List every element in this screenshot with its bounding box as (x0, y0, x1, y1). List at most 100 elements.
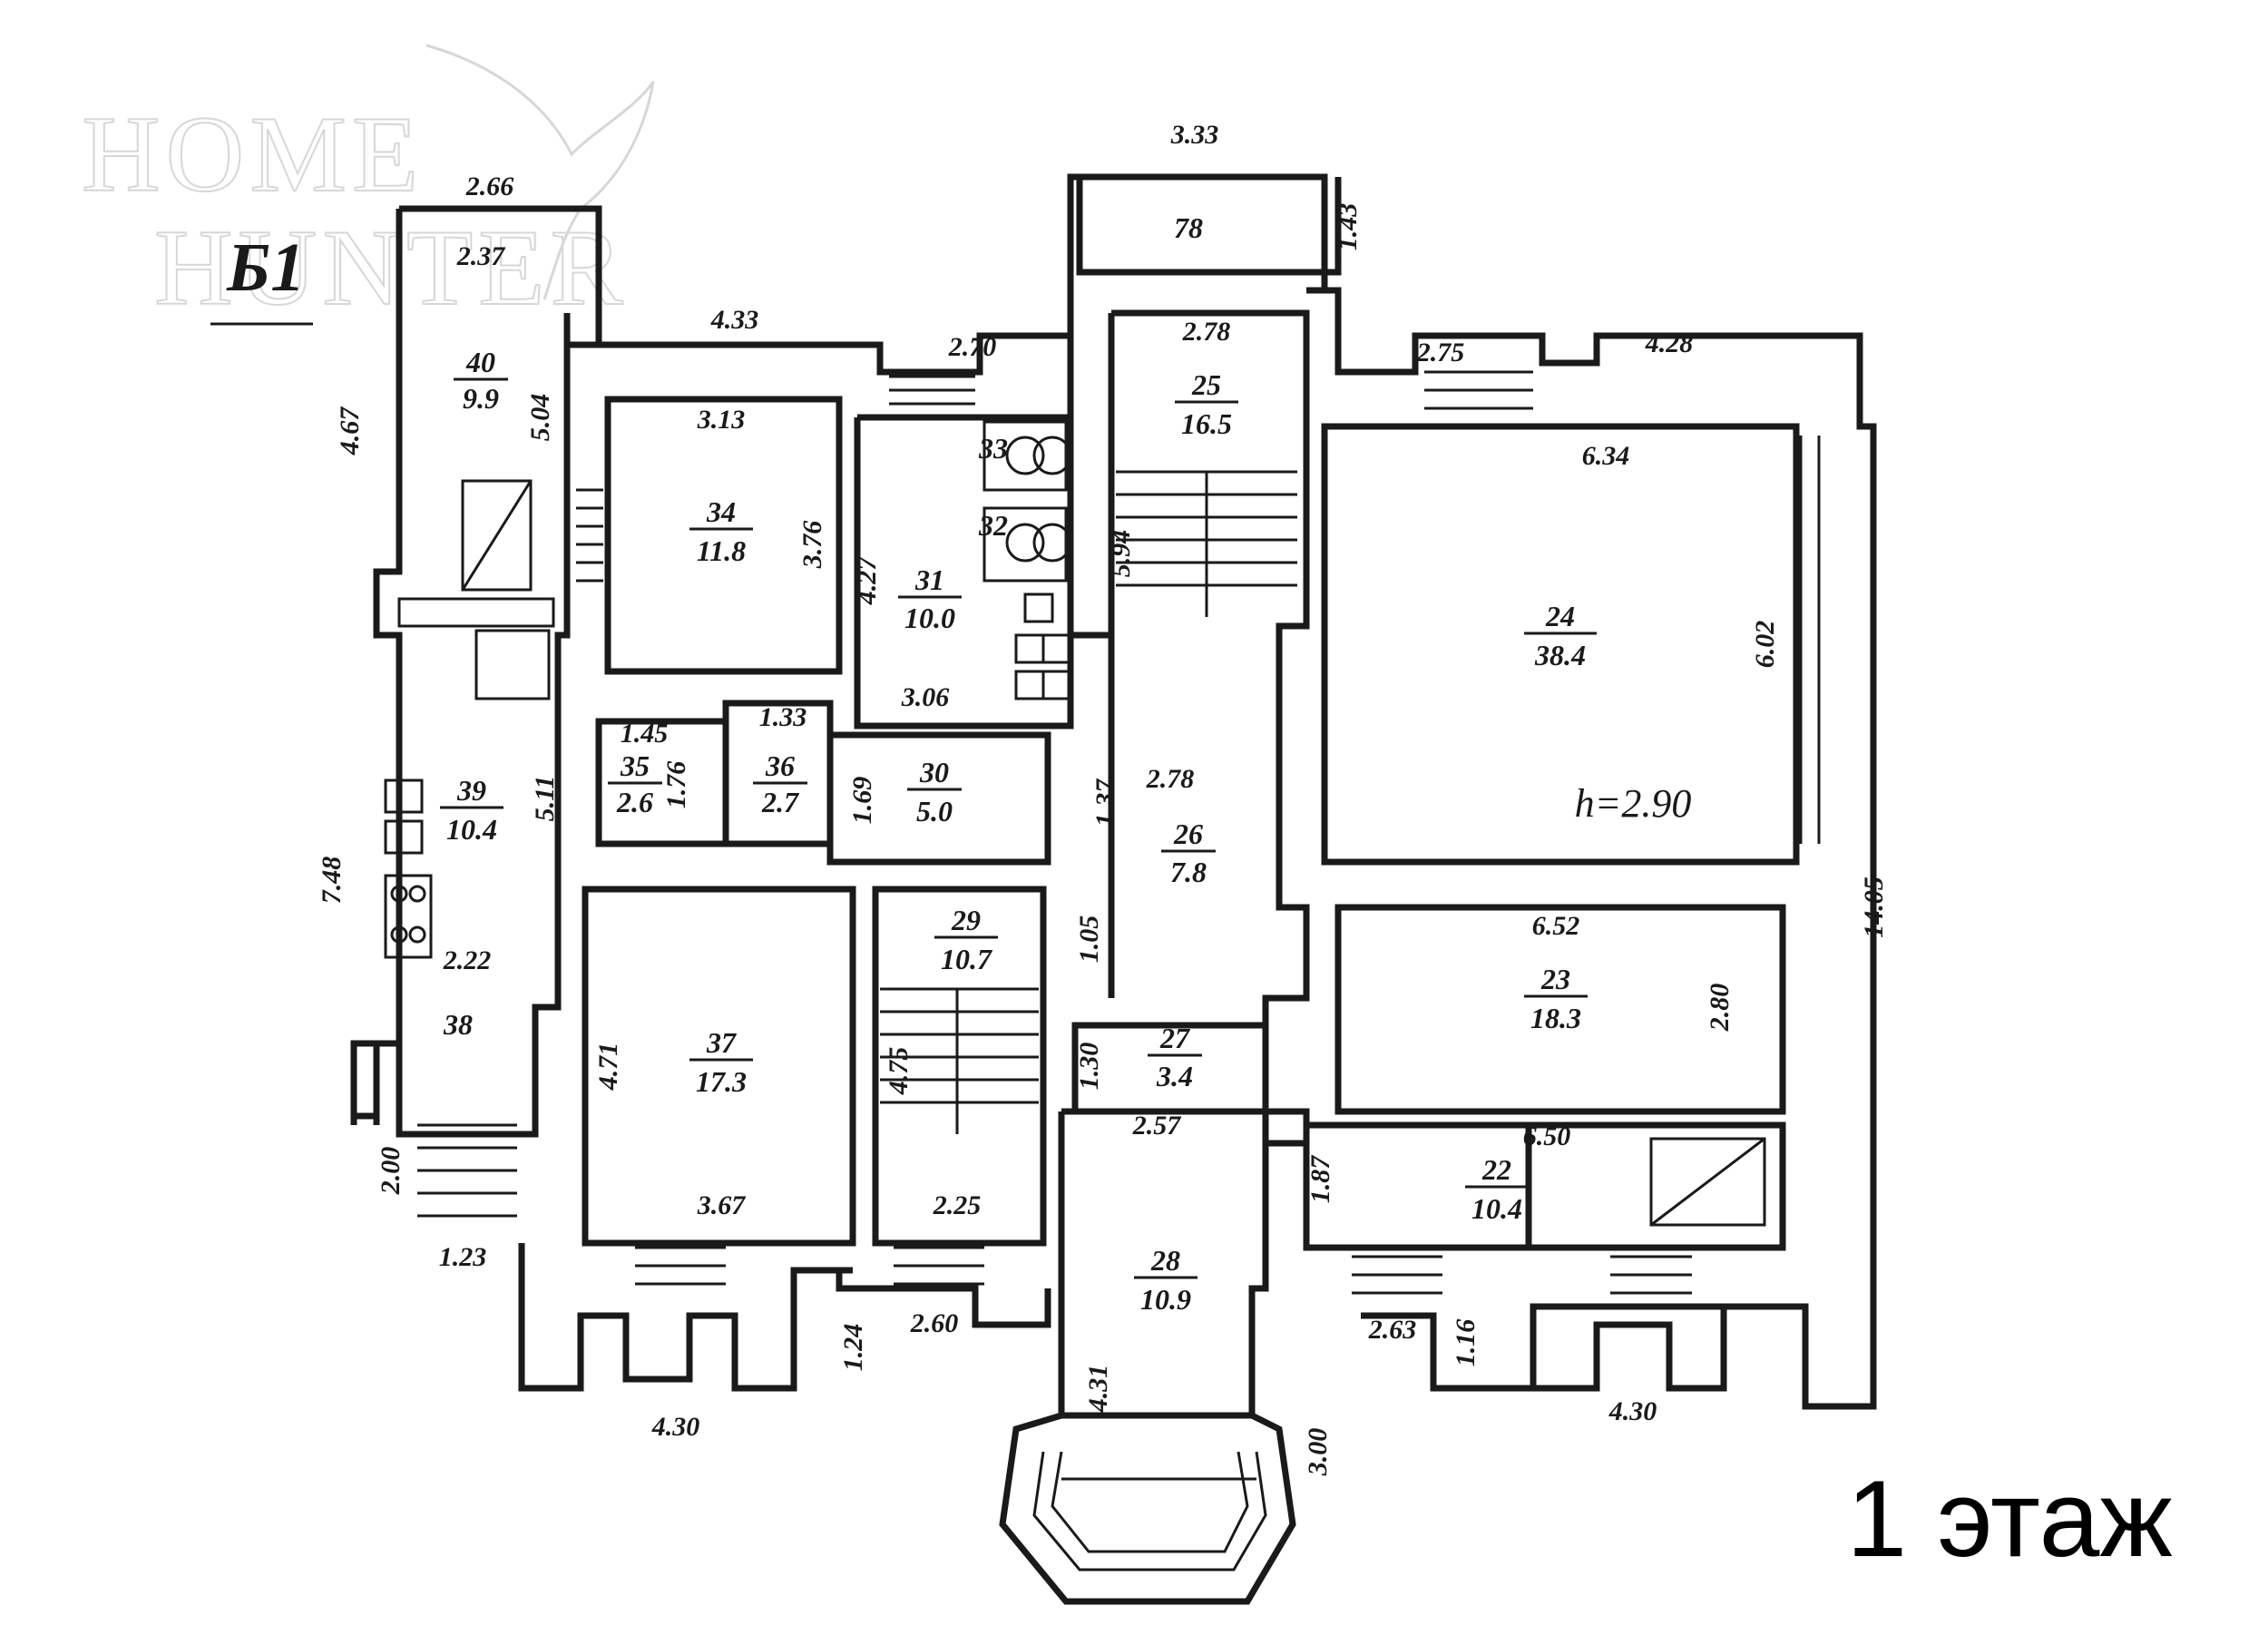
plan-label: 6.02 (1750, 621, 1780, 669)
plan-label: 2.80 (1705, 984, 1735, 1033)
plan-label: 1.16 (1451, 1319, 1481, 1367)
plan-label: 4.28 (1645, 328, 1694, 358)
plan-label: 10.4 (1471, 1192, 1522, 1225)
stove-icon (1005, 523, 1045, 563)
plan-label: 2.00 (376, 1147, 406, 1196)
stairs (417, 370, 1821, 1295)
ceiling-height-label: h=2.90 (1575, 781, 1692, 826)
room-26: 267.8 (1161, 818, 1216, 888)
plan-label: 2.37 (456, 241, 506, 271)
plan-label: 23 (1540, 963, 1570, 995)
plan-label: 38.4 (1534, 639, 1586, 671)
plan-label: 26 (1173, 818, 1203, 850)
plan-label: 4.71 (593, 1043, 623, 1092)
plan-label: 3.67 (697, 1190, 747, 1220)
plan-label: 2.25 (933, 1190, 982, 1220)
plan-label: 2.78 (1182, 317, 1231, 347)
plan-label: 28 (1150, 1244, 1180, 1277)
plan-label: 2.66 (465, 171, 514, 201)
plan-label: 10.9 (1140, 1283, 1191, 1316)
room-34: 34 11.8 (689, 495, 753, 567)
eagle-icon (425, 44, 655, 300)
block-label: Б1 (226, 230, 305, 306)
plan-label: 2.60 (910, 1308, 959, 1338)
dimension-labels: 3.33 1.43 2.66 2.37 4.33 2.70 2.78 2.75 … (317, 120, 1889, 1476)
room-27: 273.4 (1148, 1022, 1202, 1092)
plan-label: 2.6 (616, 786, 653, 818)
plan-label: 11.8 (697, 534, 746, 567)
plan-label: 6.50 (1523, 1121, 1571, 1151)
stove-icon (1005, 436, 1045, 475)
plan-label: 2.22 (443, 945, 492, 975)
plan-label: 25 (1191, 368, 1221, 401)
watermark-line2: HUNTER (154, 207, 629, 328)
plan-label: 38 (443, 1008, 473, 1041)
plan-label: 5.94 (1106, 530, 1136, 578)
walls (350, 173, 1877, 1605)
plan-label: 5.04 (525, 394, 555, 442)
plan-label: 7.48 (317, 857, 347, 905)
plan-label: 78 (1174, 211, 1203, 244)
room-38: 38 (443, 1008, 473, 1041)
room-29: 29 10.7 (934, 904, 998, 975)
watermark-line1: HOME (82, 93, 424, 214)
plan-label: 5.11 (530, 776, 560, 822)
plan-label: 9.9 (463, 382, 499, 415)
watermark-logo: HOME HUNTER (81, 44, 655, 328)
plan-label: 1.43 (1333, 203, 1363, 251)
room-28: 28 10.9 (1134, 1244, 1198, 1316)
room-31: 31 10.0 (898, 563, 962, 634)
plan-label: 3.4 (1156, 1060, 1193, 1092)
room-33: 33 (978, 432, 1008, 465)
plan-label: 40 (465, 346, 495, 378)
plan-label: 4.67 (335, 406, 365, 456)
plan-label: 33 (978, 432, 1008, 465)
plan-label: 10.7 (941, 943, 993, 975)
room-78: 78 (1174, 211, 1203, 244)
plan-label: 1.87 (1305, 1155, 1335, 1204)
plan-label: 10.0 (904, 602, 955, 634)
plan-label: 1.69 (847, 777, 877, 825)
plan-label: 32 (978, 509, 1008, 542)
plan-label: 4.31 (1083, 1365, 1113, 1414)
plan-label: 39 (456, 774, 486, 807)
room-40: 409.9 (454, 346, 508, 415)
room-35: 352.6 (608, 749, 662, 818)
plan-label: 10.4 (446, 813, 497, 846)
room-39: 39 10.4 (440, 774, 503, 846)
plan-label: 2.7 (761, 786, 800, 818)
plan-label: 4.30 (1608, 1396, 1657, 1426)
room-36: 362.7 (753, 749, 807, 818)
plan-label: 4.27 (852, 556, 882, 606)
plan-label: 18.3 (1530, 1002, 1581, 1034)
plan-label: 1.23 (439, 1242, 487, 1272)
plan-label: 4.30 (651, 1412, 700, 1442)
plan-label: 6.34 (1582, 441, 1630, 471)
plan-label: 14.05 (1859, 876, 1889, 938)
plan-label: 22 (1481, 1153, 1511, 1186)
plan-label: 1.33 (759, 702, 807, 732)
plan-label: 1.45 (621, 719, 669, 749)
plan-label: 35 (620, 749, 650, 782)
plan-label: 34 (706, 495, 736, 528)
plan-label: 3.33 (1170, 120, 1219, 150)
plan-label: 2.78 (1146, 764, 1195, 794)
plan-label: 27 (1159, 1022, 1191, 1054)
stove-icon (384, 874, 433, 959)
plan-label: 2.57 (1132, 1111, 1182, 1141)
sink-icon (384, 778, 424, 814)
plan-label: 5.0 (916, 795, 953, 827)
sink-icon (1023, 592, 1054, 623)
plan-label: 4.33 (710, 305, 759, 335)
room-32: 32 (978, 509, 1008, 542)
plan-label: 31 (914, 563, 944, 596)
plan-label: 17.3 (696, 1065, 747, 1098)
plan-label: 1.24 (838, 1324, 868, 1372)
plan-label: 3.76 (797, 521, 827, 570)
plan-label: 29 (951, 904, 981, 936)
